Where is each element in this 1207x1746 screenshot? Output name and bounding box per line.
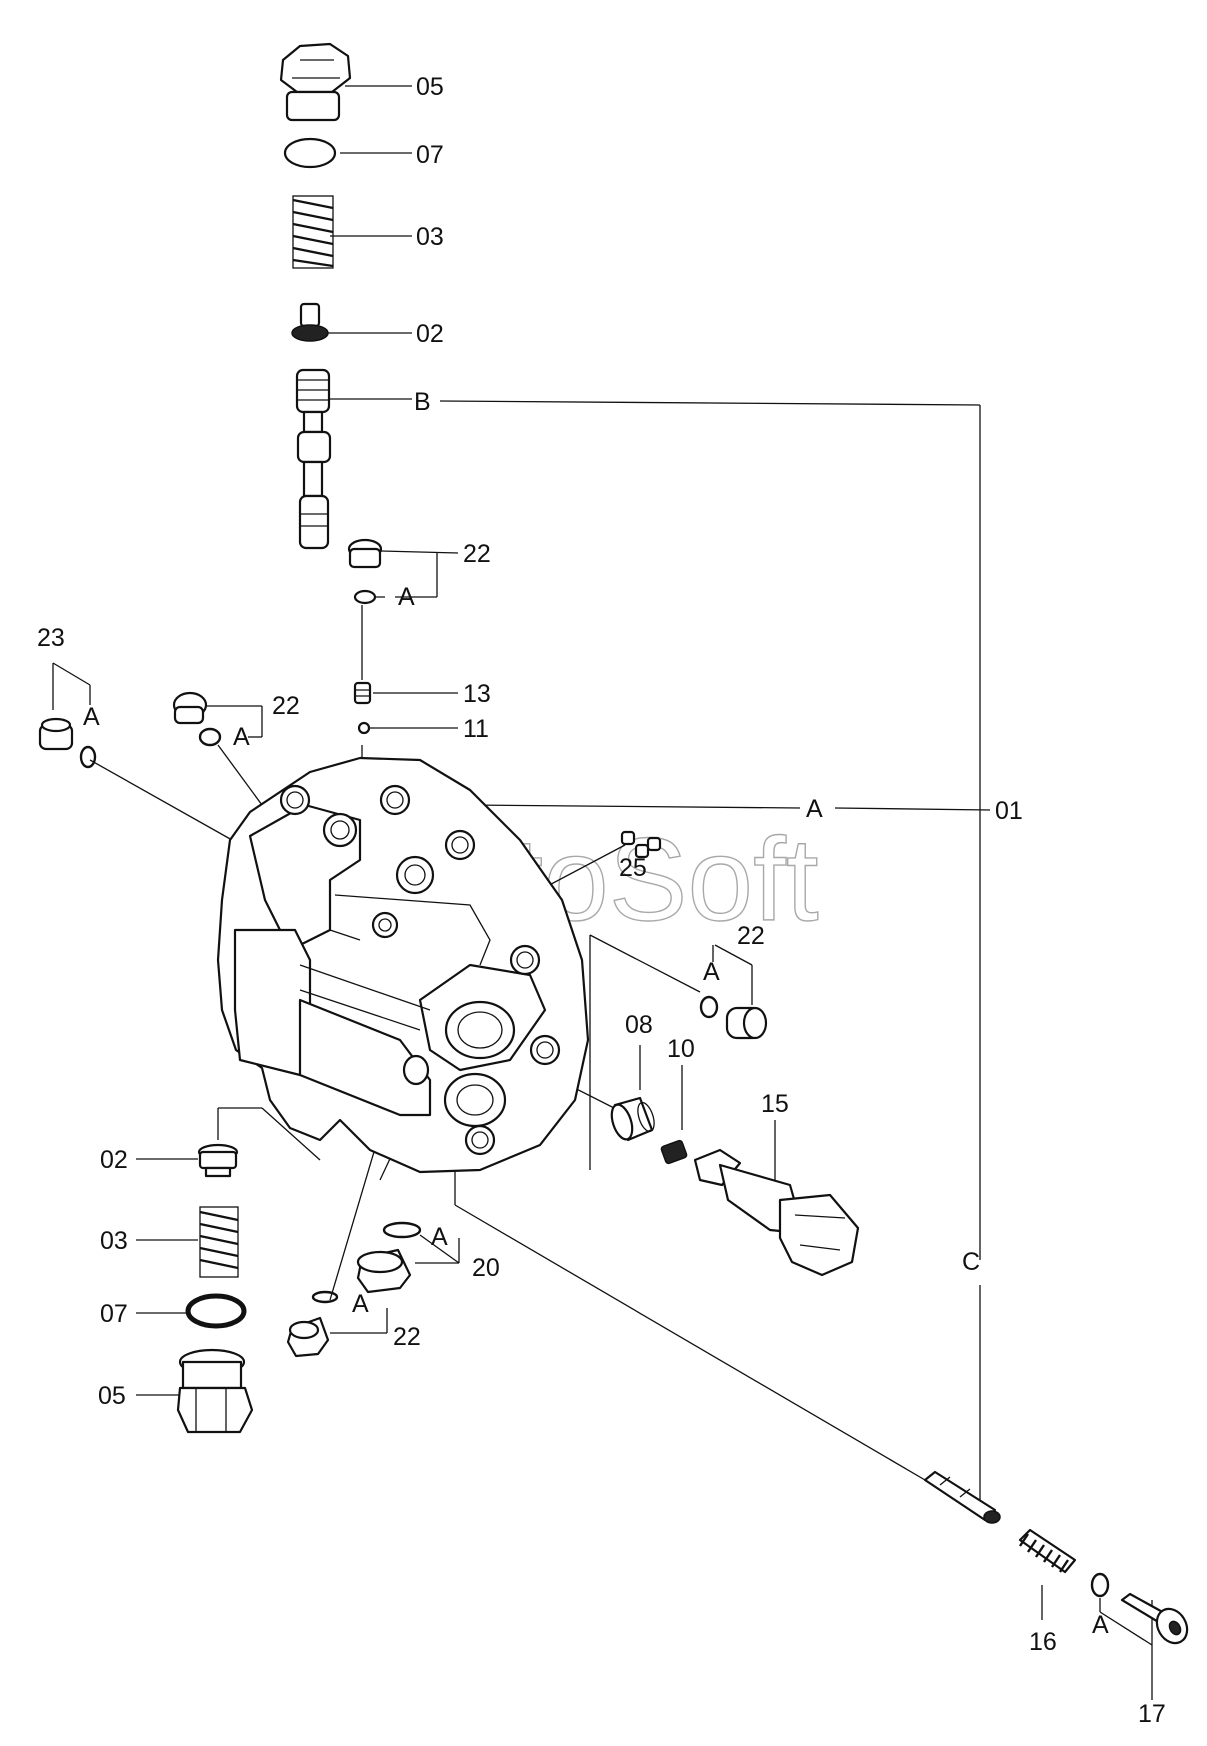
spring-03-top [292, 195, 334, 269]
label-03-top: 03 [416, 223, 444, 251]
label-ref-c: C [962, 1248, 980, 1276]
part-labels: 05 07 03 02 B 22 A 13 11 23 A 22 A A 01 … [37, 73, 1166, 1728]
label-22-left: 22 [272, 692, 300, 720]
oring-a-23 [79, 745, 97, 769]
label-05-top: 05 [416, 73, 444, 101]
label-22-bottom: 22 [393, 1323, 421, 1351]
oring-07-top [283, 137, 337, 169]
label-02-top: 02 [416, 320, 444, 348]
plug-05-top [279, 42, 352, 122]
oring-07-bottom [185, 1293, 247, 1329]
plug-23 [38, 717, 74, 751]
label-10: 10 [667, 1035, 695, 1063]
plug-22-top [347, 538, 383, 569]
part-17 [1120, 1592, 1189, 1645]
relief-valve-15 [693, 1148, 860, 1277]
oring-a-left [198, 727, 222, 747]
spring-03-bottom [199, 1206, 239, 1278]
plug-05-bottom [176, 1348, 254, 1434]
label-02-bottom: 02 [100, 1146, 128, 1174]
label-08: 08 [625, 1011, 653, 1039]
oring-a-17 [1090, 1572, 1110, 1598]
label-01: 01 [995, 797, 1023, 825]
label-17: 17 [1138, 1700, 1166, 1728]
label-ref-a-20: A [431, 1223, 448, 1251]
pins-25 [620, 830, 662, 859]
spool-assembly [295, 368, 332, 550]
label-ref-a-22-left: A [233, 723, 250, 751]
spring-16 [1018, 1528, 1077, 1574]
label-22-top: 22 [463, 540, 491, 568]
oring-a-bottom [311, 1290, 339, 1304]
label-ref-a-22-right: A [703, 958, 720, 986]
label-25: 25 [619, 854, 647, 882]
plug-20 [356, 1248, 412, 1294]
label-ref-a-22-bottom: A [352, 1290, 369, 1318]
plug-22-left [172, 691, 208, 725]
oring-a-right [699, 995, 719, 1019]
label-07-bottom: 07 [100, 1300, 128, 1328]
oring-a-top [353, 589, 377, 605]
seat-02-bottom [197, 1143, 239, 1178]
label-15: 15 [761, 1090, 789, 1118]
oring-a-20 [382, 1221, 422, 1239]
label-11: 11 [463, 715, 489, 743]
seat-02-top [291, 302, 329, 342]
ball-11 [357, 721, 371, 735]
label-07-top: 07 [416, 141, 444, 169]
label-ref-a-01: A [806, 795, 823, 823]
label-22-right: 22 [737, 922, 765, 950]
valve-body-01 [216, 756, 590, 1174]
label-ref-b: B [414, 388, 431, 416]
label-ref-a-22-top: A [398, 583, 415, 611]
label-13: 13 [463, 680, 491, 708]
sleeve-08 [610, 1096, 655, 1142]
spring-10 [660, 1139, 688, 1165]
label-23: 23 [37, 624, 65, 652]
label-03-bottom: 03 [100, 1227, 128, 1255]
pin-C [923, 1470, 1001, 1524]
label-ref-a-23: A [83, 703, 100, 731]
label-ref-a-17: A [1092, 1611, 1109, 1639]
plug-22-right [725, 1006, 768, 1040]
part-13-orifice [353, 681, 372, 705]
label-05-bottom: 05 [98, 1382, 126, 1410]
label-16: 16 [1029, 1628, 1057, 1656]
label-20: 20 [472, 1254, 500, 1282]
plug-22-bottom [286, 1316, 330, 1358]
